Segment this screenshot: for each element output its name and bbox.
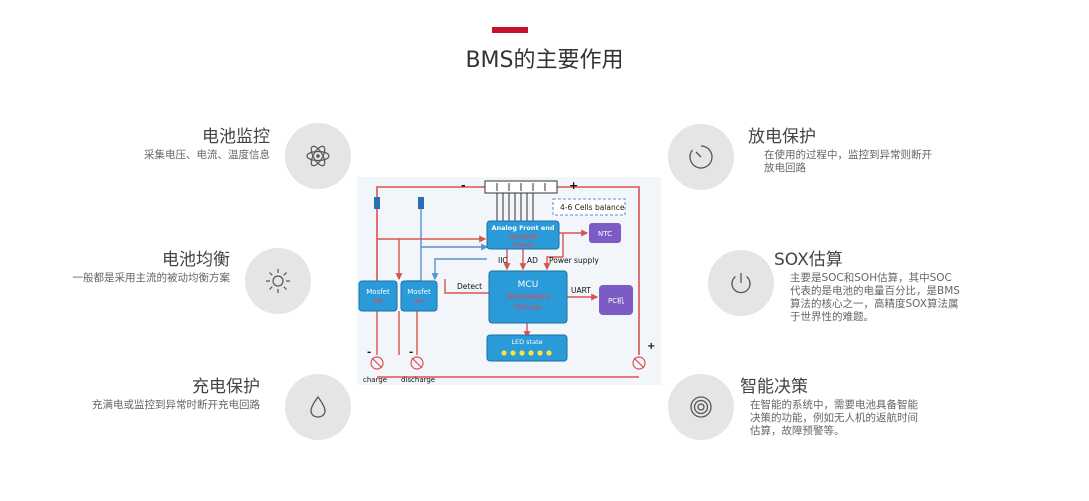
led-state-label: LED state <box>511 338 542 346</box>
feature-title-smart-decision: 智能决策 <box>740 377 808 397</box>
feature-desc-smart-decision: 在智能的系统中，需要电池具备智能 决策的功能，例如无人机的返航时间 估算，故障预… <box>750 399 950 438</box>
output-plus-label: + <box>647 341 655 352</box>
feature-title-battery-balancing: 电池均衡 <box>162 250 230 270</box>
cells-balance-label: 4-6 Cells balance <box>560 203 625 212</box>
feature-circle-smart-decision <box>668 374 734 440</box>
shunt-resistor-left <box>374 197 380 209</box>
desc-line: 算法的核心之一，高精度SOX算法属 <box>790 298 959 310</box>
cells-balance-box <box>552 198 626 216</box>
power-icon <box>731 273 751 294</box>
led-indicators <box>501 350 552 356</box>
target-icon <box>690 396 712 418</box>
timer-icon <box>689 145 713 169</box>
mcu-vendor: freescale <box>514 304 542 311</box>
iic-label: IIC <box>498 256 508 265</box>
pc-label: PC机 <box>608 296 624 305</box>
bms-block-diagram: - + 4-6 Cells balance <box>357 177 661 385</box>
bms-diagram-svg: - + 4-6 Cells balance <box>358 179 655 384</box>
ntc-label: NTC <box>598 230 612 238</box>
mosfet-charge-label: Mosfet <box>366 288 390 296</box>
feature-title-battery-monitoring: 电池监控 <box>202 127 270 147</box>
mcu-title: MCU <box>518 280 539 290</box>
pack-plus-label: + <box>569 179 578 192</box>
mosfet-charge-sub: AIR <box>373 299 382 305</box>
pack-minus-label: - <box>461 179 466 192</box>
shunt-resistor-right <box>418 197 424 209</box>
desc-line: 在智能的系统中，需要电池具备智能 <box>750 399 918 411</box>
mosfet-charge-block <box>358 280 398 312</box>
mosfet-discharge-block <box>400 280 438 312</box>
feature-circle-battery-balancing <box>245 248 311 314</box>
desc-line: 估算，故障预警等。 <box>750 425 845 437</box>
afe-chip: ISL94208 <box>509 234 537 241</box>
desc-line: 充满电或监控到异常时断开充电回路 <box>92 399 260 411</box>
desc-line: 于世界性的难题。 <box>790 311 874 323</box>
afe-block <box>486 220 560 250</box>
feature-desc-sox-estimation: 主要是SOC和SOH估算，其中SOC 代表的是电池的电量百分比，是BMS 算法的… <box>790 272 990 324</box>
power-supply-label: Power supply <box>549 256 599 265</box>
mcu-chip: MC9S08PA16 <box>507 293 550 301</box>
title-accent-bar <box>492 27 528 33</box>
mosfet-discharge-sub: AIR <box>414 299 423 305</box>
feature-circle-sox-estimation <box>708 250 774 316</box>
mosfet-discharge-label: Mosfet <box>407 288 431 296</box>
drop-icon <box>310 395 326 418</box>
desc-line: 一般都是采用主流的被动均衡方案 <box>72 272 231 284</box>
charge-label: charge <box>363 376 387 384</box>
uart-label: UART <box>571 286 591 295</box>
cell-taps <box>496 193 534 223</box>
output-terminals <box>370 356 646 370</box>
feature-desc-battery-balancing: 一般都是采用主流的被动均衡方案 <box>20 272 231 285</box>
atom-icon <box>306 145 330 167</box>
signal-wires <box>376 209 599 355</box>
feature-title-discharge-protection: 放电保护 <box>748 127 816 147</box>
discharge-label: discharge <box>401 376 435 384</box>
desc-line: 在使用的过程中，监控到异常则断开 <box>764 149 932 161</box>
sun-icon <box>266 269 290 293</box>
ntc-block <box>589 223 621 243</box>
pc-block <box>599 285 633 315</box>
power-loop-wires <box>376 186 640 378</box>
detect-label: Detect <box>457 282 482 291</box>
page-title: BMS的主要作用 <box>465 48 624 73</box>
afe-vendor: intersil <box>513 242 534 249</box>
afe-title: Analog Front end <box>491 224 554 232</box>
feature-title-charge-protection: 充电保护 <box>192 377 260 397</box>
feature-desc-discharge-protection: 在使用的过程中，监控到异常则断开 放电回路 <box>764 149 964 175</box>
desc-line: 代表的是电池的电量百分比，是BMS <box>790 285 960 297</box>
discharge-minus-label: - <box>409 347 413 358</box>
desc-line: 决策的功能，例如无人机的返航时间 <box>750 412 918 424</box>
desc-line: 采集电压、电流、温度信息 <box>144 149 270 161</box>
feature-title-sox-estimation: SOX估算 <box>774 250 843 270</box>
feature-desc-battery-monitoring: 采集电压、电流、温度信息 <box>80 149 270 162</box>
feature-circle-battery-monitoring <box>285 123 351 189</box>
charge-minus-label: - <box>367 347 371 358</box>
battery-cells <box>496 183 546 191</box>
ad-label: AD <box>527 256 538 265</box>
feature-desc-charge-protection: 充满电或监控到异常时断开充电回路 <box>50 399 260 412</box>
desc-line: 放电回路 <box>764 162 806 174</box>
mcu-block <box>488 270 568 324</box>
feature-circle-discharge-protection <box>668 124 734 190</box>
desc-line: 主要是SOC和SOH估算，其中SOC <box>790 272 952 284</box>
feature-circle-charge-protection <box>285 374 351 440</box>
